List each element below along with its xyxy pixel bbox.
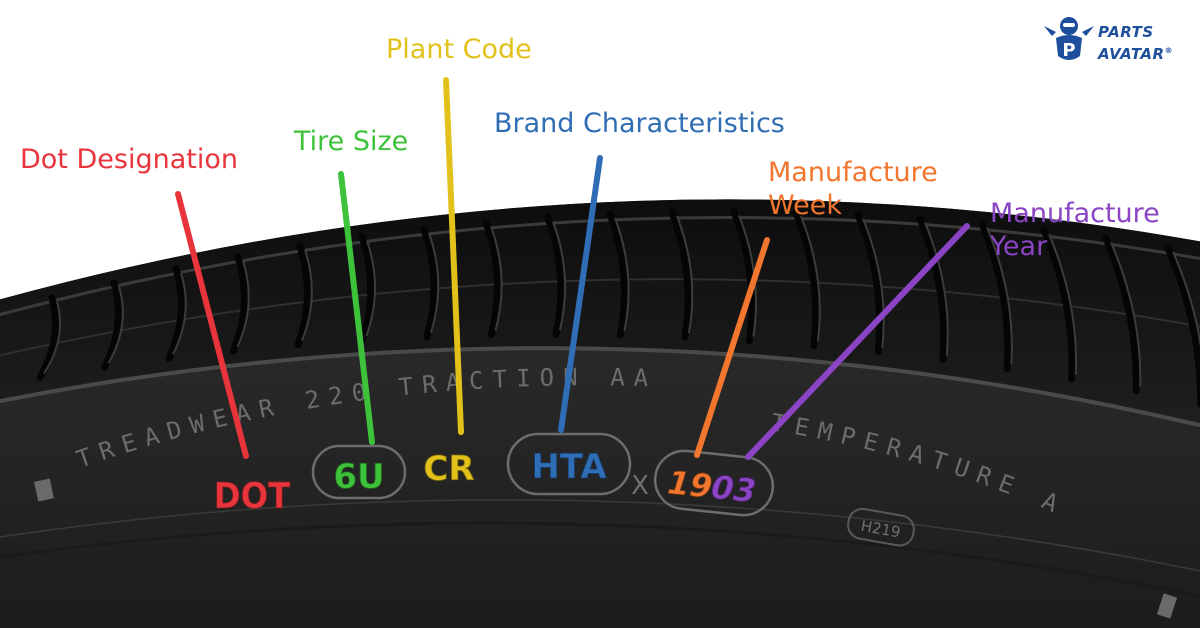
leader-brand-characteristics [558, 155, 603, 433]
tread-groove-2 [101, 279, 122, 371]
tread-groove-highlight-15 [924, 221, 949, 356]
dot-code-week: 19 [666, 463, 714, 505]
svg-text:P: P [1062, 40, 1075, 61]
tread-groove-highlight-17 [1048, 233, 1078, 376]
dot-code-year: 03 [710, 468, 758, 510]
label-manufacture-year: Manufacture Year [990, 198, 1160, 262]
label-brand-characteristics: Brand Characteristics [494, 108, 785, 139]
tread-groove-highlight-8 [490, 226, 503, 332]
tread-groove-highlight-14 [862, 218, 885, 348]
tread-groove-9 [544, 214, 565, 338]
dot-code-plant: CR [423, 449, 474, 489]
tread-groove-8 [482, 218, 501, 339]
tread-groove-highlight-4 [236, 260, 250, 348]
tread-groove-16 [978, 220, 1012, 373]
tread-groove-3 [165, 265, 185, 362]
tread-groove-5 [294, 242, 312, 349]
tread-groove-highlight-3 [172, 272, 187, 355]
tread-groove-18 [1102, 234, 1140, 395]
tread-groove-4 [230, 253, 248, 355]
parts-avatar-logo: P PARTS AVATAR® [1042, 12, 1192, 68]
tread-groove-highlight-19 [1172, 251, 1200, 348]
dot-code-size: 6U [333, 457, 384, 497]
logo-line2: AVATAR [1098, 45, 1165, 63]
dot-code-dot: DOT [214, 476, 291, 517]
tread-groove-highlight-10 [614, 217, 630, 332]
tread-groove-6 [358, 233, 375, 344]
tread-groove-highlight-6 [365, 240, 376, 337]
tread-groove-highlight-18 [1110, 241, 1142, 387]
tread-groove-10 [606, 210, 628, 339]
tread-groove-13 [792, 208, 820, 350]
tread-groove-highlight-9 [552, 221, 567, 331]
tread-groove-highlight-7 [428, 232, 440, 334]
dot-code-brand: HTA [531, 447, 607, 487]
dot-code-sep: X [631, 471, 649, 501]
tread-grooves [36, 207, 1200, 408]
tread-groove-12 [730, 207, 756, 345]
date-oval [653, 449, 775, 517]
brand-oval [506, 432, 632, 496]
leader-plant-code [443, 77, 464, 435]
logo-registered-mark: ® [1164, 46, 1174, 55]
leader-dot-designation [175, 191, 249, 459]
logo-mascot-icon: P [1044, 17, 1094, 61]
tread-groove-highlight-16 [986, 227, 1013, 365]
label-tire-size: Tire Size [294, 126, 409, 157]
tread-groove-1 [36, 294, 60, 381]
tread-groove-highlight-11 [676, 215, 694, 334]
tread-groove-14 [854, 211, 884, 356]
size-oval [311, 444, 407, 500]
tread-groove-15 [916, 214, 948, 364]
label-plant-code: Plant Code [386, 34, 532, 65]
tread-groove-7 [420, 225, 438, 341]
tread-groove-highlight-13 [800, 215, 821, 342]
label-dot-designation: Dot Designation [20, 144, 238, 175]
tread-groove-highlight-2 [107, 286, 124, 364]
leader-manufacture-week [694, 237, 770, 458]
logo-line1: PARTS [1098, 23, 1154, 41]
tread-groove-17 [1040, 226, 1076, 383]
tread-groove-19 [1164, 244, 1200, 408]
tread-groove-highlight-1 [43, 301, 62, 374]
leader-tire-size [338, 171, 375, 445]
tread-groove-highlight-5 [301, 249, 313, 342]
label-manufacture-week: Manufacture Week [768, 157, 938, 221]
leader-manufacture-year [745, 223, 970, 460]
tread-groove-11 [668, 208, 692, 341]
